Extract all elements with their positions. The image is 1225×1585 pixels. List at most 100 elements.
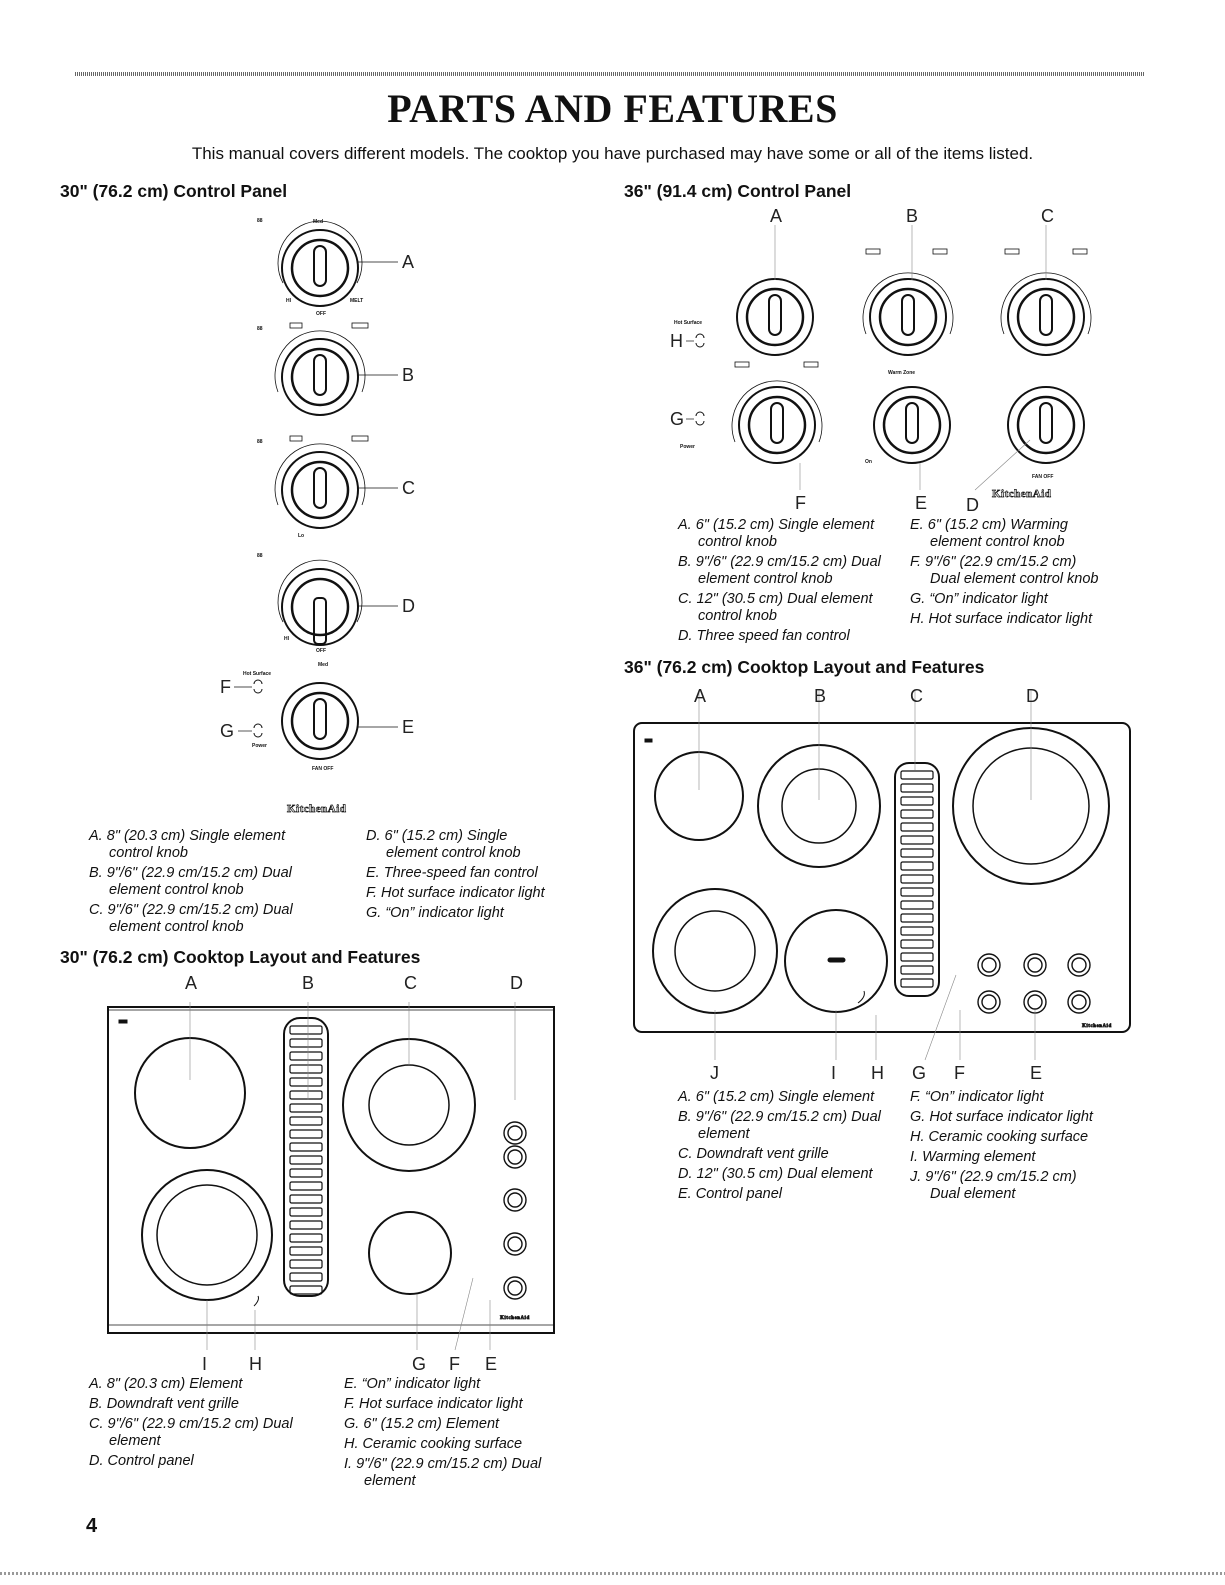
label-power-36: Power bbox=[680, 444, 695, 450]
vent-slat bbox=[900, 952, 934, 962]
p36-callout-b: B bbox=[906, 206, 918, 226]
l36-callout-d: D bbox=[1026, 686, 1039, 706]
vent-slat bbox=[289, 1038, 323, 1048]
label-hot-surface-36: Hot Surface bbox=[674, 320, 702, 326]
l30-callout-i: I bbox=[202, 1354, 207, 1374]
vent-slat bbox=[289, 1194, 323, 1204]
control-knob bbox=[507, 1149, 523, 1165]
control-knob bbox=[981, 994, 997, 1010]
element36-j bbox=[652, 888, 778, 1014]
layout30-legend-left: A. 8" (20.3 cm) Element B. Downdraft ven… bbox=[89, 1376, 293, 1469]
layout36-legend-right: F. “On” indicator light G. Hot surface i… bbox=[910, 1089, 1093, 1202]
vent-slat bbox=[289, 1077, 323, 1087]
control-knob bbox=[1071, 994, 1087, 1010]
vent-slat bbox=[289, 1272, 323, 1282]
display-d: 88 bbox=[257, 553, 263, 559]
panel30-heading: 30" (76.2 cm) Control Panel bbox=[60, 181, 288, 201]
page-title: PARTS AND FEATURES bbox=[387, 86, 838, 131]
display-a: 88 bbox=[257, 218, 263, 224]
callout-f: F bbox=[220, 677, 231, 697]
label-lo: Lo bbox=[298, 533, 304, 539]
vent-slat bbox=[289, 1155, 323, 1165]
label-hi: HI bbox=[286, 298, 292, 304]
control-knob bbox=[1071, 957, 1087, 973]
vent-slat bbox=[289, 1168, 323, 1178]
bottom-rule bbox=[0, 1572, 1225, 1575]
vent-slat bbox=[900, 783, 934, 793]
vent-slat bbox=[289, 1025, 323, 1035]
vent-slat bbox=[289, 1090, 323, 1100]
label-off-d: OFF bbox=[316, 648, 326, 654]
vent-grille-b bbox=[283, 1017, 329, 1297]
vent-slat bbox=[900, 835, 934, 845]
vent-slat bbox=[289, 1233, 323, 1243]
l36-callout-f: F bbox=[954, 1063, 965, 1083]
p36-callout-f: F bbox=[795, 493, 806, 513]
vent-slat bbox=[289, 1142, 323, 1152]
l30-callout-f: F bbox=[449, 1354, 460, 1374]
l30-callout-h: H bbox=[249, 1354, 262, 1374]
control-knob bbox=[1067, 953, 1091, 977]
control-knob bbox=[503, 1232, 527, 1256]
control-knob bbox=[503, 1276, 527, 1300]
l36-callout-g: G bbox=[912, 1063, 926, 1083]
l36-callout-h: H bbox=[871, 1063, 884, 1083]
l30-callout-c: C bbox=[404, 973, 417, 993]
panel36-knob-f bbox=[738, 386, 816, 464]
l30-callout-b: B bbox=[302, 973, 314, 993]
callout-d: D bbox=[402, 596, 415, 616]
panel30-knob-c bbox=[281, 451, 359, 529]
label-off: OFF bbox=[316, 311, 326, 317]
p36-callout-g: G bbox=[670, 409, 684, 429]
l36-callout-i: I bbox=[831, 1063, 836, 1083]
page-subtitle: This manual covers different models. The… bbox=[191, 144, 1034, 163]
vent-slat bbox=[900, 848, 934, 858]
vent-slat bbox=[289, 1207, 323, 1217]
vent-slat bbox=[289, 1116, 323, 1126]
brand-logo-l36: KitchenAid bbox=[1082, 1024, 1112, 1029]
p36-callout-d: D bbox=[966, 495, 979, 515]
label-on: On bbox=[865, 459, 872, 465]
label-warm-zone: Warm Zone bbox=[888, 370, 915, 376]
top-rule bbox=[75, 72, 1145, 76]
label-melt: MELT bbox=[350, 298, 363, 304]
brand-logo: KitchenAid bbox=[287, 803, 346, 815]
vent-slat bbox=[289, 1285, 323, 1295]
vent-slat bbox=[900, 965, 934, 975]
panel36-knob-e bbox=[873, 386, 951, 464]
control-knob bbox=[503, 1188, 527, 1212]
display-c: 88 bbox=[257, 439, 263, 445]
control-knob bbox=[1023, 953, 1047, 977]
vent-slat bbox=[900, 900, 934, 910]
panel30-knob-b bbox=[281, 338, 359, 416]
vent-slat bbox=[900, 887, 934, 897]
callout-e: E bbox=[402, 717, 414, 737]
control-knob bbox=[507, 1280, 523, 1296]
vent-slat bbox=[900, 926, 934, 936]
panel36-heading: 36" (91.4 cm) Control Panel bbox=[624, 181, 852, 201]
label-fan-off-36: FAN OFF bbox=[1032, 474, 1053, 480]
p36-callout-a: A bbox=[770, 206, 782, 226]
vent-slat bbox=[900, 809, 934, 819]
vent-slat bbox=[900, 939, 934, 949]
l30-callout-g: G bbox=[412, 1354, 426, 1374]
l30-callout-a: A bbox=[185, 973, 197, 993]
vent-slat bbox=[289, 1220, 323, 1230]
l36-callout-e: E bbox=[1030, 1063, 1042, 1083]
control-knob bbox=[507, 1236, 523, 1252]
control-knob bbox=[507, 1192, 523, 1208]
l36-callout-b: B bbox=[814, 686, 826, 706]
callout-g: G bbox=[220, 721, 234, 741]
control-knob bbox=[1027, 957, 1043, 973]
vent-slat bbox=[900, 978, 934, 988]
label-fan-off: FAN OFF bbox=[312, 766, 333, 772]
control-knob bbox=[1027, 994, 1043, 1010]
callout-c: C bbox=[402, 478, 415, 498]
layout36-heading: 36" (76.2 cm) Cooktop Layout and Feature… bbox=[624, 657, 985, 677]
vent-slat bbox=[289, 1246, 323, 1256]
vent-slat bbox=[289, 1129, 323, 1139]
